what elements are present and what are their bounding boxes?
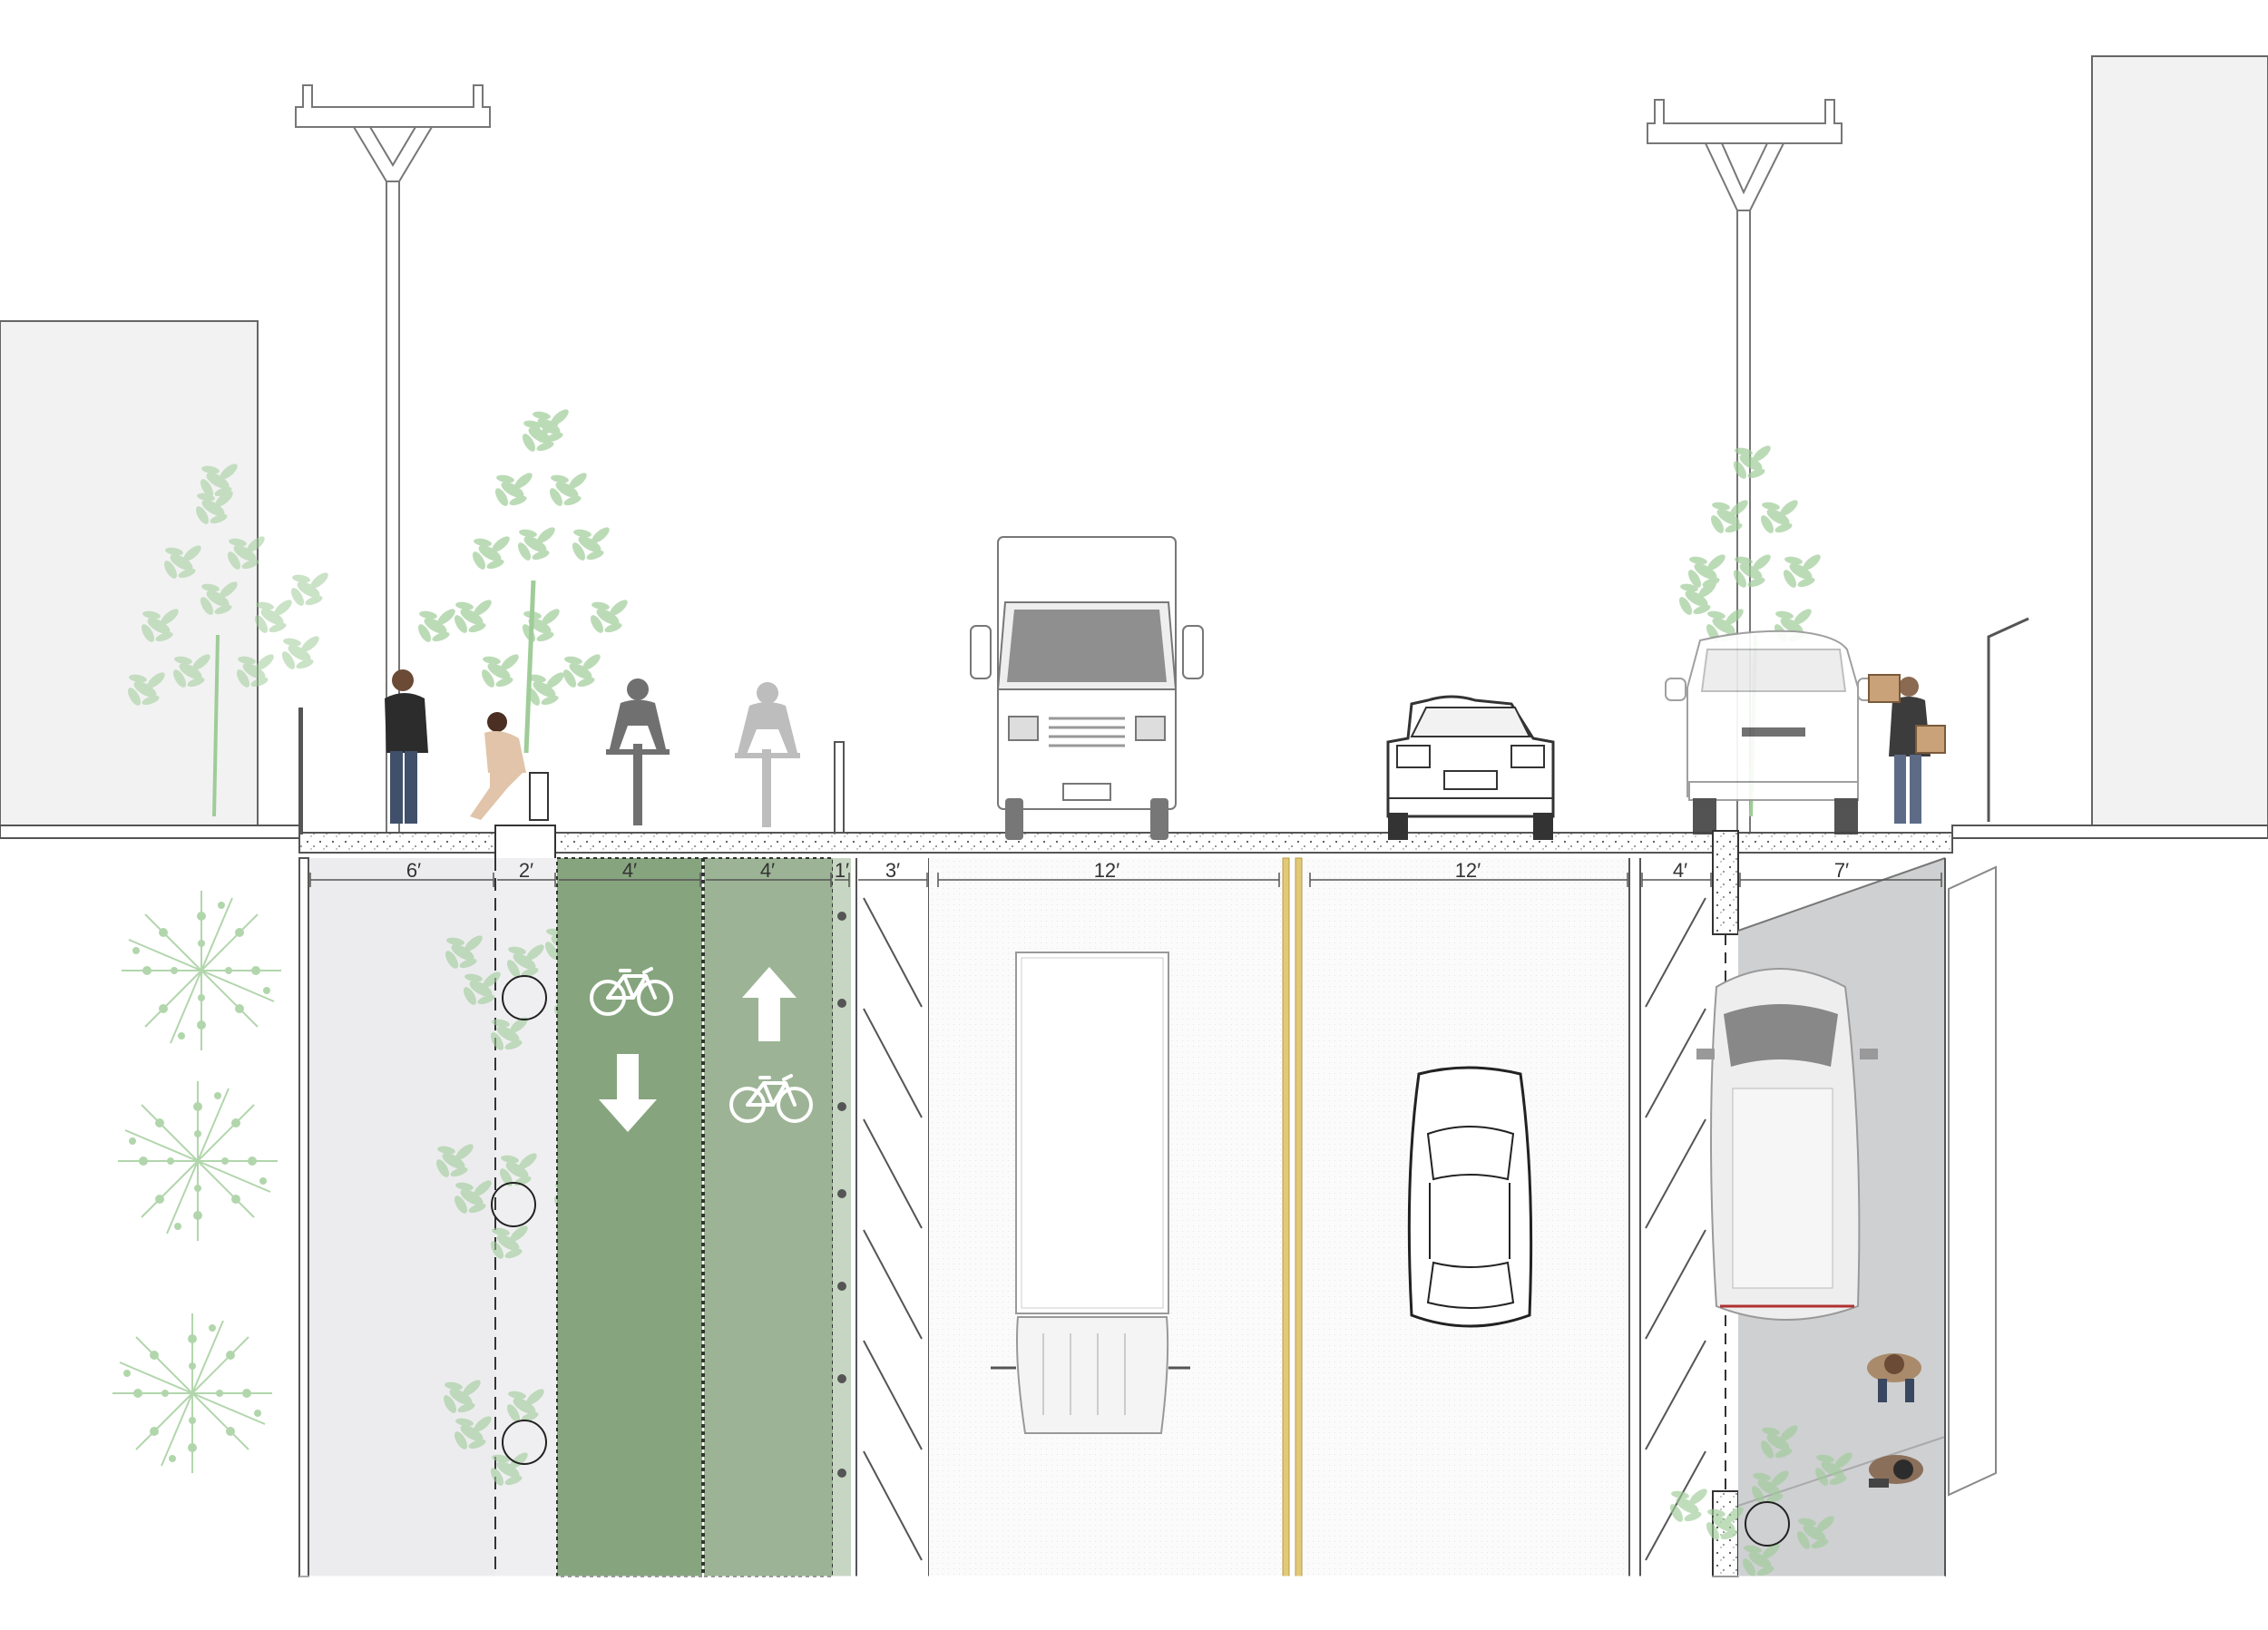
flex-post-strip-plan [833,858,851,1576]
utility-pole-left [295,84,491,834]
dim-label-flex-post-strip: 1′ [835,859,849,882]
pedestrian-seated [470,712,526,820]
arrow-down-icon [599,1054,657,1132]
dim-label-travel-lane-right: 12′ [1455,859,1481,882]
building-left [0,320,259,830]
parking-lane-edge [1737,857,1946,932]
dim-label-buffer-right: 4′ [1673,859,1687,882]
building-wall-plan [1948,865,1997,1497]
cyclist-light [735,682,800,827]
flex-posts-plan [837,912,846,1478]
dim-label-sidewalk: 6′ [406,859,421,882]
street-sign-right [1987,617,2029,822]
dim-label-parking-lane: 7′ [1834,859,1849,882]
tree-elevation-center [415,406,631,754]
box-truck-front [970,536,1204,840]
pedestrian-plan [1869,1455,1923,1488]
center-line [1282,857,1303,1577]
dim-label-bike-lane-north: 4′ [760,859,775,882]
curb-element-top [1712,830,1739,935]
van-plan [1696,968,1878,1321]
tree-trunk-plan-1 [502,975,547,1020]
dimension-lines [309,873,1942,887]
dim-label-buffer-left: 3′ [885,859,900,882]
sedan-plan [1407,1066,1533,1328]
sedan-rear [1386,695,1555,840]
buffer-hatching-left [863,897,923,1561]
dim-label-travel-lane-left: 12′ [1094,859,1120,882]
sidewalk-plan [301,858,495,1576]
delivery-person-elevation [1868,674,1946,824]
buffer-left-plan [851,858,929,1576]
pedestrian-standing [385,669,428,824]
trash-can [529,772,549,821]
dimension-labels: 6′ 2′ 4′ 4′ 1′ 3′ 12′ 12′ 4′ 7′ [406,859,1849,882]
cyclist-dark [606,678,670,825]
shrub-plan-group [112,890,282,1474]
bike-lane-north-plan [703,857,834,1577]
van-rear [1665,630,1879,835]
dim-label-tree-strip: 2′ [519,859,533,882]
building-right [2091,55,2268,830]
tree-trunk-plan-3 [502,1420,547,1465]
bollard-left [298,708,303,835]
bike-lane-south-plan [556,857,703,1577]
arrow-up-icon [742,967,797,1041]
delivery-person-plan [1867,1353,1921,1402]
ground-line [0,825,2268,854]
tree-trunk-plan-2 [491,1182,536,1227]
box-truck-plan [991,952,1190,1434]
dim-label-bike-lane-south: 4′ [622,859,637,882]
flex-post-elevation [834,741,845,834]
tree-plan-right [1667,1422,1855,1579]
tree-elevation-left [125,461,331,817]
buffer-right-plan [1629,858,1711,1576]
tree-plan-group [434,923,603,1488]
